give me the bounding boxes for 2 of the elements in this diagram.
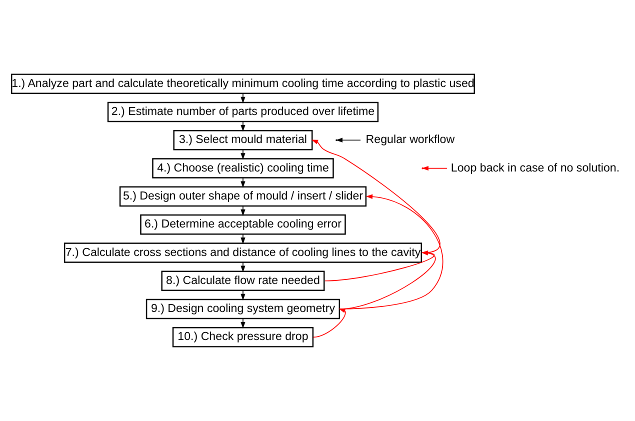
legend-label: Loop back in case of no solution.: [450, 162, 620, 174]
legend-label: Regular workflow: [366, 134, 455, 146]
